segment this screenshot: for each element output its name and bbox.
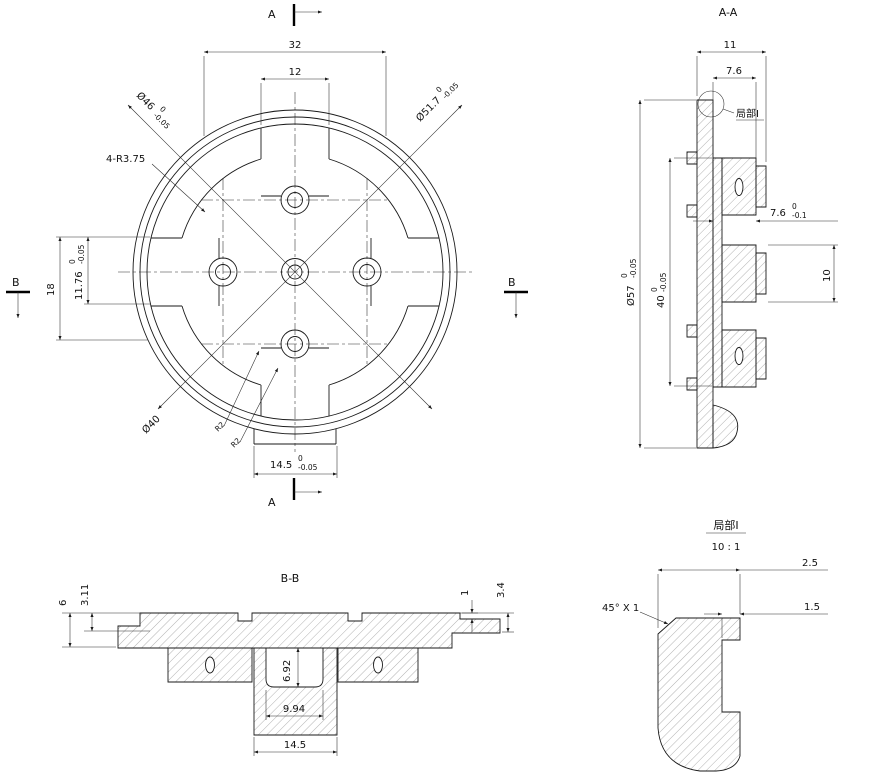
section-bb-view: B-B: [58, 572, 514, 756]
dim-76b-tol-lower: -0.1: [792, 211, 807, 220]
front-dimension-labels: 32 12 Ø46 0 -0.05 Ø51.7 0 -0.05 4-R3.75 …: [46, 40, 461, 472]
chamfer-label: 45° X 1: [602, 603, 639, 614]
section-b-right-label: B: [508, 276, 516, 289]
dim-994-label: 9.94: [283, 704, 305, 715]
detail-part: [657, 617, 741, 772]
dia57-tol-lower: -0.05: [629, 258, 638, 278]
section-a-bottom-label: A: [268, 496, 276, 509]
dim-311-label: 3.11: [80, 584, 91, 606]
detail-circle: [697, 90, 725, 118]
bb-dimension-lines: [62, 600, 514, 756]
detail-dimension-lines: [639, 568, 828, 638]
dim-1176-tol-upper: 0: [68, 259, 77, 264]
bb-part: [117, 612, 501, 736]
bb-center-pocket: [265, 647, 324, 688]
radius-4xr375-label: 4-R3.75: [106, 154, 145, 165]
section-b-left-label: B: [12, 276, 20, 289]
dim-40-label: 40: [656, 295, 667, 308]
bb-dimension-labels: 6 3.11 1 3.4 6.92 9.94 14.5: [58, 582, 507, 751]
front-view: A A B B 32 12 Ø46 0 -0.05 Ø51.7 0 -0.05: [6, 4, 528, 509]
dim-76b-tol-upper: 0: [792, 202, 797, 211]
aa-hole-top: [734, 178, 744, 196]
aa-detail-callout: 局部I: [697, 90, 764, 121]
detail-scale: 10 : 1: [712, 542, 741, 553]
detail-ref-label: 局部I: [736, 107, 759, 120]
dim-145-label: 14.5: [270, 460, 292, 471]
dia46-label: Ø46: [134, 90, 157, 113]
dim-40-tol-lower: -0.05: [659, 272, 668, 292]
section-bb-title: B-B: [281, 572, 300, 585]
detail-title: 局部I: [713, 518, 738, 532]
detail-dimension-labels: 2.5 1.5 45° X 1: [602, 558, 820, 614]
dim-18-label: 18: [46, 283, 57, 296]
bb-hole-left: [205, 656, 215, 674]
dia40-label: Ø40: [140, 413, 163, 436]
dim-6-label: 6: [58, 600, 69, 606]
radius-r2b-label: R2: [229, 436, 243, 450]
dim-15-label: 1.5: [804, 602, 820, 613]
front-dimension-lines: [56, 50, 463, 478]
dim-11-label: 11: [724, 40, 737, 51]
dia51-7-tol-upper: 0: [434, 85, 444, 95]
dim-692-label: 6.92: [282, 660, 293, 682]
dim-1176-tol-lower: -0.05: [77, 244, 86, 264]
dim-32-label: 32: [289, 40, 302, 51]
section-aa-view: A-A 局部I: [620, 6, 838, 449]
dim-145b-label: 14.5: [284, 740, 306, 751]
dim-76-label: 7.6: [726, 66, 742, 77]
detail-view: 局部I 10 : 1 2.5 1.5 45° X 1: [602, 518, 828, 772]
dim-145-tol-lower: -0.05: [298, 463, 318, 472]
dim-145-tol-upper: 0: [298, 454, 303, 463]
dim-10-label: 10: [822, 269, 833, 282]
dim-1176-label: 11.76: [74, 271, 85, 300]
section-a-top-label: A: [268, 8, 276, 21]
section-aa-title: A-A: [719, 6, 738, 19]
aa-hole-bottom: [734, 347, 744, 365]
dim-40-tol-upper: 0: [650, 287, 659, 292]
dim-12-label: 12: [289, 67, 302, 78]
dia51-7-label: Ø51.7: [414, 94, 444, 124]
dim-34-label: 3.4: [496, 582, 507, 598]
bb-hole-right: [373, 656, 383, 674]
aa-dimension-lines: [638, 50, 838, 449]
dia51-7-tol-lower: -0.05: [441, 81, 461, 101]
front-section-markers: A A B B: [6, 4, 528, 509]
aa-part: [686, 99, 767, 449]
radius-r2a-label: R2: [213, 420, 227, 434]
dim-1-label: 1: [460, 590, 471, 596]
dia46-tol-lower: -0.05: [152, 111, 172, 131]
dia46-tol-upper: 0: [158, 104, 168, 114]
dia57-label: Ø57: [625, 285, 637, 306]
dia57-tol-upper: 0: [620, 273, 629, 278]
dim-76b-label: 7.6: [770, 208, 786, 219]
dim-25-label: 2.5: [802, 558, 818, 569]
aa-dimension-labels: 11 7.6 Ø57 0 -0.05 40 0 -0.05 7.6 0 -0.1…: [620, 40, 833, 308]
